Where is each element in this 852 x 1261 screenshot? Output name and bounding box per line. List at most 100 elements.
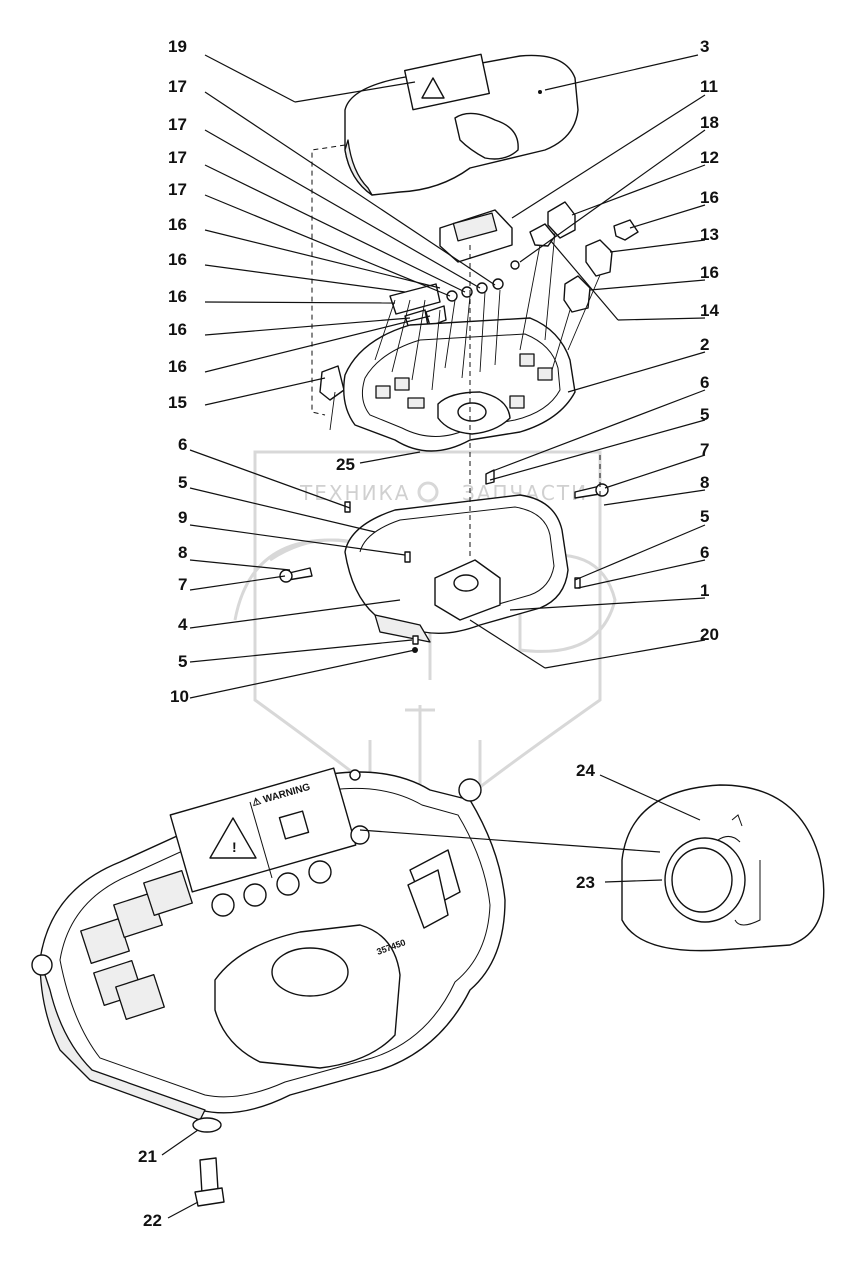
leader-3 bbox=[544, 54, 699, 91]
leader-8l bbox=[189, 559, 291, 571]
decal-exclamation: ! bbox=[232, 839, 237, 855]
lower-housing-base bbox=[374, 614, 431, 643]
callout-13: 13 bbox=[700, 225, 719, 244]
screw-9 bbox=[404, 551, 411, 563]
leader-1 bbox=[509, 597, 706, 611]
callout-5-r2: 5 bbox=[700, 507, 709, 526]
top-cover-knob-cutout bbox=[454, 112, 519, 160]
panel-frame-inner bbox=[361, 333, 561, 437]
leader-2 bbox=[567, 351, 706, 393]
leader-16rr bbox=[589, 279, 706, 291]
callout-labels: 19 3 17 11 17 18 17 12 17 16 16 13 16 16… bbox=[138, 37, 719, 1230]
knob-17-c bbox=[476, 282, 488, 294]
callout-1: 1 bbox=[700, 581, 709, 600]
switch-slot-3 bbox=[143, 870, 193, 916]
part-connector-lines bbox=[329, 231, 601, 431]
callout-15: 15 bbox=[168, 393, 187, 412]
leader-16b bbox=[204, 264, 406, 293]
callout-19: 19 bbox=[168, 37, 187, 56]
lower-housing-hole bbox=[453, 574, 479, 592]
assembled-decal bbox=[169, 767, 357, 893]
watermark-gear-icon bbox=[417, 481, 439, 503]
leader-5ll bbox=[189, 639, 413, 663]
callout-16-r1: 16 bbox=[700, 188, 719, 207]
callout-17-b: 17 bbox=[168, 115, 187, 134]
side-knob-right bbox=[458, 778, 482, 802]
leader-10 bbox=[189, 649, 416, 699]
callout-12: 12 bbox=[700, 148, 719, 167]
callout-8-r: 8 bbox=[700, 473, 709, 492]
callout-21: 21 bbox=[138, 1147, 157, 1166]
side-knob-left bbox=[31, 954, 53, 976]
dash-line-left bbox=[311, 144, 346, 416]
leader-16a bbox=[204, 229, 441, 289]
callout-16-e: 16 bbox=[168, 357, 187, 376]
leader-12 bbox=[571, 164, 706, 216]
side-switch-lower bbox=[407, 869, 449, 929]
leader-16d bbox=[204, 317, 411, 336]
screw-18 bbox=[510, 260, 520, 270]
callout-23: 23 bbox=[576, 873, 595, 892]
callout-24: 24 bbox=[576, 761, 595, 780]
callout-6-l: 6 bbox=[178, 435, 187, 454]
detail-view bbox=[621, 784, 825, 952]
leader-6r bbox=[489, 389, 706, 473]
callout-3: 3 bbox=[700, 37, 709, 56]
assembled-view: ! ⚠ WARNING 357450 bbox=[31, 767, 506, 1207]
indicator-light-5 bbox=[350, 825, 370, 845]
decal-divider bbox=[249, 801, 273, 879]
leader-4 bbox=[189, 599, 401, 629]
leader-7l bbox=[189, 575, 286, 591]
panel-frame-body bbox=[343, 317, 576, 452]
watermark-wheat-icon bbox=[368, 705, 482, 790]
callout-7-r: 7 bbox=[700, 440, 709, 459]
leader-5l bbox=[189, 487, 376, 533]
callout-16-a: 16 bbox=[168, 215, 187, 234]
callout-8-l: 8 bbox=[178, 543, 187, 562]
frame-slot-b bbox=[394, 377, 410, 391]
detail-contour bbox=[734, 860, 761, 926]
screw-5-top bbox=[485, 469, 495, 485]
leader-24 bbox=[599, 774, 701, 821]
leader-18 bbox=[519, 129, 706, 263]
leader-23 bbox=[604, 879, 663, 883]
leader-25 bbox=[359, 451, 421, 464]
callout-18: 18 bbox=[700, 113, 719, 132]
callout-9: 9 bbox=[178, 508, 187, 527]
leader-9 bbox=[189, 524, 406, 556]
callout-20: 20 bbox=[700, 625, 719, 644]
detail-knob bbox=[671, 847, 733, 913]
assembled-center-hole bbox=[271, 947, 349, 997]
leader-15 bbox=[204, 377, 326, 406]
bolt-22-head bbox=[194, 1187, 225, 1207]
leader-7r bbox=[604, 454, 706, 489]
part-top-cover bbox=[344, 53, 579, 196]
callout-16-r2: 16 bbox=[700, 263, 719, 282]
callout-16-d: 16 bbox=[168, 320, 187, 339]
switch-16-lower bbox=[563, 275, 591, 313]
assembled-side-wall bbox=[39, 959, 206, 1121]
leader-17d bbox=[204, 194, 451, 297]
drop-lines bbox=[329, 231, 601, 431]
panel-frame-hole bbox=[457, 402, 487, 422]
part-display-unit bbox=[439, 209, 513, 263]
leader-20 bbox=[544, 639, 706, 669]
callout-11: 11 bbox=[700, 77, 718, 96]
decal-switch-icon bbox=[278, 810, 310, 840]
callout-5-l: 5 bbox=[178, 473, 187, 492]
leader-6l bbox=[189, 449, 351, 509]
switch-12 bbox=[547, 201, 576, 239]
frame-slot-d bbox=[519, 353, 535, 367]
warning-triangle-icon bbox=[421, 77, 445, 99]
switch-blocks bbox=[319, 201, 639, 401]
callout-2: 2 bbox=[700, 335, 709, 354]
callout-5-r1: 5 bbox=[700, 405, 709, 424]
switch-slot-5 bbox=[115, 974, 165, 1020]
frame-slot-e bbox=[537, 367, 553, 381]
hardware bbox=[279, 469, 609, 653]
display-screen bbox=[452, 212, 498, 242]
callout-16-b: 16 bbox=[168, 250, 187, 269]
leader-16e bbox=[204, 315, 431, 373]
